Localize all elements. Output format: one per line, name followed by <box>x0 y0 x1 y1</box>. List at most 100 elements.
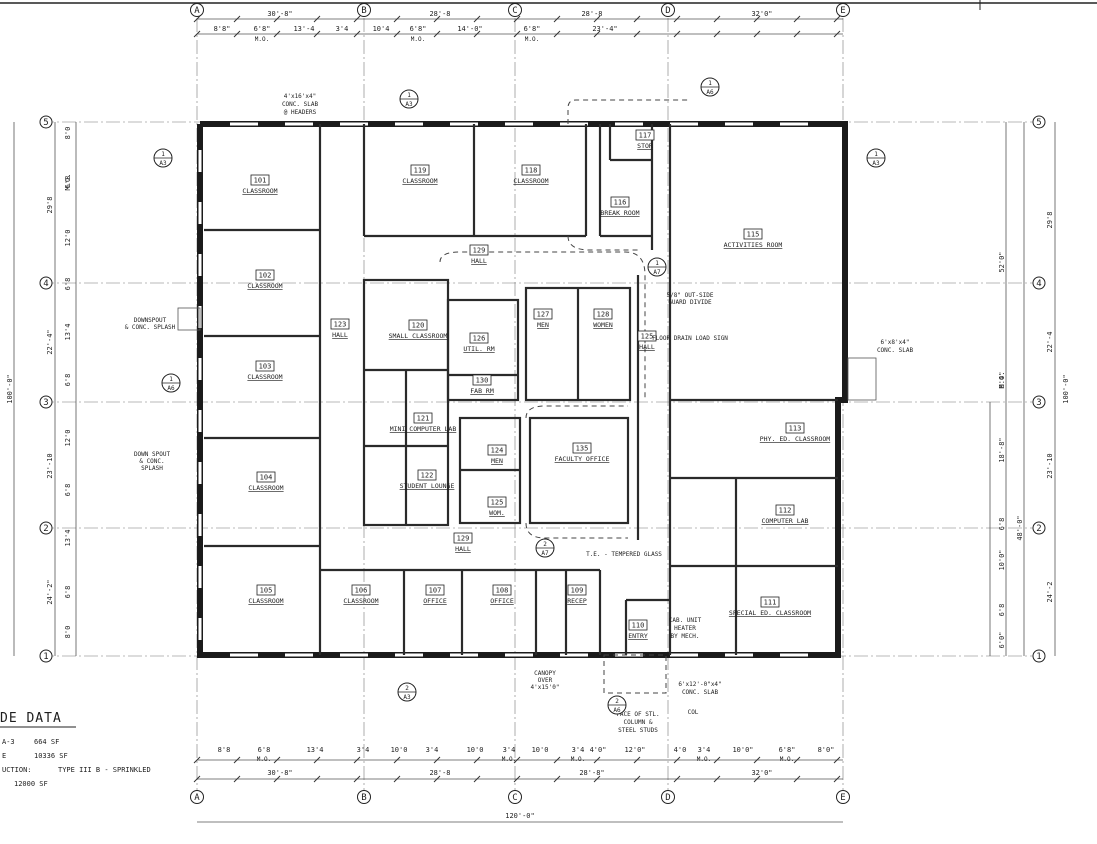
drawing-note: CONC. SLAB <box>877 347 914 354</box>
dimension-label: M.O. <box>411 36 425 43</box>
grid-label: E <box>840 793 845 803</box>
room-number-box <box>487 496 507 508</box>
room-number: 124 <box>491 447 504 455</box>
grid-bubble <box>357 790 371 804</box>
dimension-label: 6'8 <box>998 518 1006 531</box>
drawing-note: COL <box>688 709 699 716</box>
grid-bubble <box>39 521 53 535</box>
room-name: UTIL. RM <box>463 345 494 353</box>
grid-label: 2 <box>43 524 48 534</box>
dimension-label: 120'-0" <box>505 812 535 820</box>
grid-bubble <box>1032 276 1046 290</box>
room-number: 104 <box>260 474 273 482</box>
grid-label: 4 <box>1036 279 1041 289</box>
room-name: PHY. ED. CLASSROOM <box>760 435 831 443</box>
dimension-label: M.O. <box>998 372 1006 389</box>
room-number-box <box>487 444 507 456</box>
drawing-note: DOWN SPOUT <box>134 451 171 458</box>
dimension-label: 8'0" <box>818 746 835 754</box>
room-name: ACTIVITIES ROOM <box>724 241 783 249</box>
room-name: FAB RM <box>470 387 494 395</box>
dimension-label: 48'-0" <box>1016 515 1024 540</box>
room-number: 127 <box>537 311 550 319</box>
section-number: 1 <box>874 151 878 158</box>
room-number-box <box>743 228 763 240</box>
grid-bubble <box>39 395 53 409</box>
room-name: CLASSROOM <box>402 177 437 185</box>
dimension-label: 32'0" <box>751 769 772 777</box>
section-number: 1 <box>655 260 659 267</box>
room-number: 120 <box>412 322 425 330</box>
dimension-label: 10'0 <box>467 746 484 754</box>
room-number: 106 <box>355 587 368 595</box>
room-number-box <box>417 469 437 481</box>
exterior-walls <box>197 121 848 658</box>
dimension-label: 28'-8 <box>429 10 450 18</box>
dimension-label: 10'0 <box>391 746 408 754</box>
drawing-note: CONC. SLAB <box>682 689 719 696</box>
dimension-label: 6'0" <box>998 632 1006 649</box>
drawing-note: SPLASH <box>141 465 163 472</box>
dimension-label: 3'4 <box>426 746 439 754</box>
dimension-label: 6'8" <box>524 25 541 33</box>
dimension-label: 6'8" <box>254 25 271 33</box>
dimension-label: 13'4 <box>307 746 324 754</box>
room-number: 126 <box>473 335 486 343</box>
grid-label: B <box>361 6 366 16</box>
dimension-label: 6'8" <box>779 746 796 754</box>
grid-label: B <box>361 793 366 803</box>
grid-bubble <box>661 790 675 804</box>
drawing-note: COLUMN & <box>624 719 653 726</box>
dimension-label: 6'8 <box>64 176 72 189</box>
code-line-value: 10336 SF <box>34 752 68 760</box>
room-name: CLASSROOM <box>247 373 282 381</box>
dimension-label: 24'-2 <box>1046 581 1054 602</box>
grid-bubble <box>836 3 850 17</box>
room-number-box <box>408 319 428 331</box>
dimension-label: 6'4" <box>998 372 1006 389</box>
dimension-label: 10'4 <box>373 25 390 33</box>
grid-bubble <box>190 3 204 17</box>
hall-name: HALL <box>639 343 655 351</box>
dimension-label: M.O. <box>697 756 711 763</box>
room-name: SPECIAL ED. CLASSROOM <box>729 609 811 617</box>
dimension-label: 100'-0" <box>1062 374 1070 404</box>
dimension-label: 24'-2" <box>46 579 54 604</box>
hall-number-box <box>637 330 657 342</box>
dimension-lines <box>13 15 1056 823</box>
room-number-box <box>572 442 592 454</box>
section-sheet: A3 <box>403 694 411 701</box>
room-labels: 101CLASSROOM102CLASSROOM103CLASSROOM104C… <box>242 129 831 640</box>
room-name: STUDENT LOUNGE <box>400 482 455 490</box>
dimension-label: 29'8 <box>1046 212 1054 229</box>
dimension-label: 22'-4" <box>46 329 54 354</box>
section-sheet: A7 <box>541 550 549 557</box>
dimension-label: 4'0" <box>590 746 607 754</box>
section-sheet: A3 <box>872 160 880 167</box>
dimension-label: 3'4 <box>503 746 516 754</box>
room-number-box <box>533 308 553 320</box>
grid-bubble <box>357 3 371 17</box>
room-number: 102 <box>259 272 272 280</box>
grid-bubble <box>508 790 522 804</box>
dimension-label: 8'8" <box>214 25 231 33</box>
drawing-note: FACE OF STL. <box>616 711 659 718</box>
section-sheet: A6 <box>706 89 714 96</box>
grid-bubble <box>508 3 522 17</box>
room-name: MEN <box>537 321 549 329</box>
room-number-box <box>610 196 630 208</box>
dimension-label: 6'8 <box>998 604 1006 617</box>
section-sheet: A6 <box>167 385 175 392</box>
grid-label: D <box>665 6 670 16</box>
dimension-label: 13'4 <box>64 530 72 547</box>
section-number: 2 <box>615 698 619 705</box>
section-number: 2 <box>405 685 409 692</box>
hall-name: HALL <box>455 545 471 553</box>
room-number-box <box>593 308 613 320</box>
hall-number: 123 <box>334 321 347 329</box>
section-sheet: A7 <box>653 269 661 276</box>
room-number-box <box>256 584 276 596</box>
room-name: WOMEN <box>593 321 613 329</box>
grid-label: 5 <box>1036 118 1041 128</box>
room-number: 117 <box>639 132 652 140</box>
